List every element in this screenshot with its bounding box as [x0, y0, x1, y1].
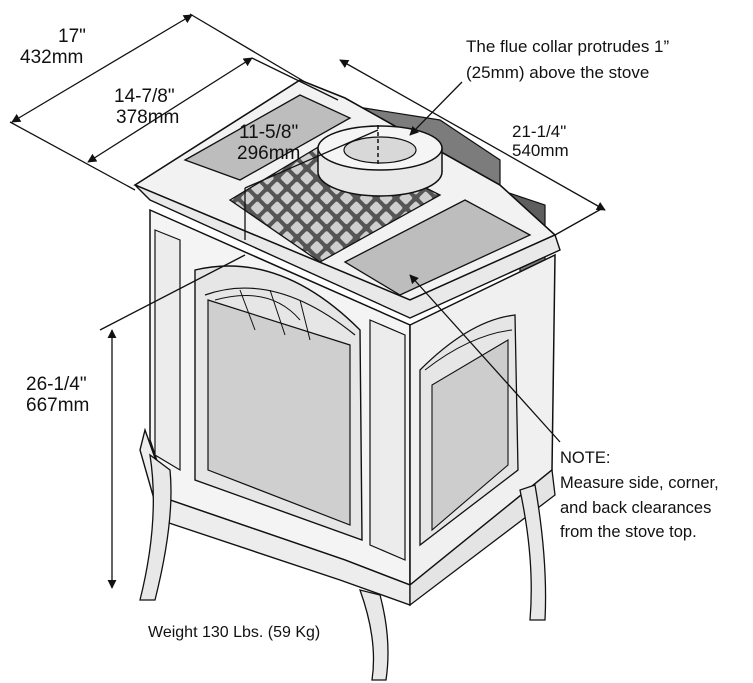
- weight-label: Weight 130 Lbs. (59 Kg): [148, 624, 321, 641]
- dim-depth: 21-1/4" 540mm: [512, 122, 569, 160]
- dim-width-outer-metric: 432mm: [20, 47, 84, 69]
- right-top-panel: [343, 199, 532, 296]
- dim-depth-to-flue: 11-5/8" 296mm: [237, 122, 300, 165]
- dim-width-inner-metric: 378mm: [116, 107, 180, 129]
- flue-collar: [317, 125, 443, 197]
- flue-note-line2: (25mm) above the stove: [466, 62, 650, 82]
- dim-width-inner-imperial: 14-7/8": [114, 86, 175, 107]
- flue-note-line1: The flue collar protrudes 1”: [466, 37, 670, 56]
- clearance-note-line2: and back clearances: [560, 498, 712, 517]
- clearance-note-title: NOTE:: [560, 449, 611, 467]
- leg-front-center: [358, 589, 389, 681]
- dim-depth-to-flue-metric: 296mm: [237, 143, 301, 165]
- dimension-lines: [9, 13, 606, 589]
- stove-side: [409, 253, 556, 587]
- stove-front: [149, 208, 411, 587]
- leg-back-right: [519, 484, 547, 621]
- dim-width-inner: 14-7/8" 378mm: [114, 86, 179, 129]
- dim-width-outer: 17" 432mm: [20, 26, 86, 69]
- clearance-note-line1: Measure side, corner,: [560, 473, 719, 492]
- flue-note: The flue collar protrudes 1” (25mm) abov…: [466, 34, 669, 85]
- clearance-note: NOTE: Measure side, corner, and back cle…: [560, 446, 719, 545]
- dim-height-metric: 667mm: [26, 395, 90, 417]
- clearance-note-line3: from the stove top.: [560, 523, 697, 542]
- stove-base: [139, 427, 556, 681]
- dim-height: 26-1/4" 667mm: [26, 374, 89, 417]
- dim-depth-to-flue-imperial: 11-5/8": [239, 122, 299, 143]
- dim-depth-metric: 540mm: [512, 141, 569, 161]
- dim-height-imperial: 26-1/4": [26, 374, 87, 395]
- dim-depth-imperial: 21-1/4": [512, 122, 567, 141]
- leg-front-left: [139, 453, 172, 601]
- dim-width-outer-imperial: 17": [58, 26, 86, 47]
